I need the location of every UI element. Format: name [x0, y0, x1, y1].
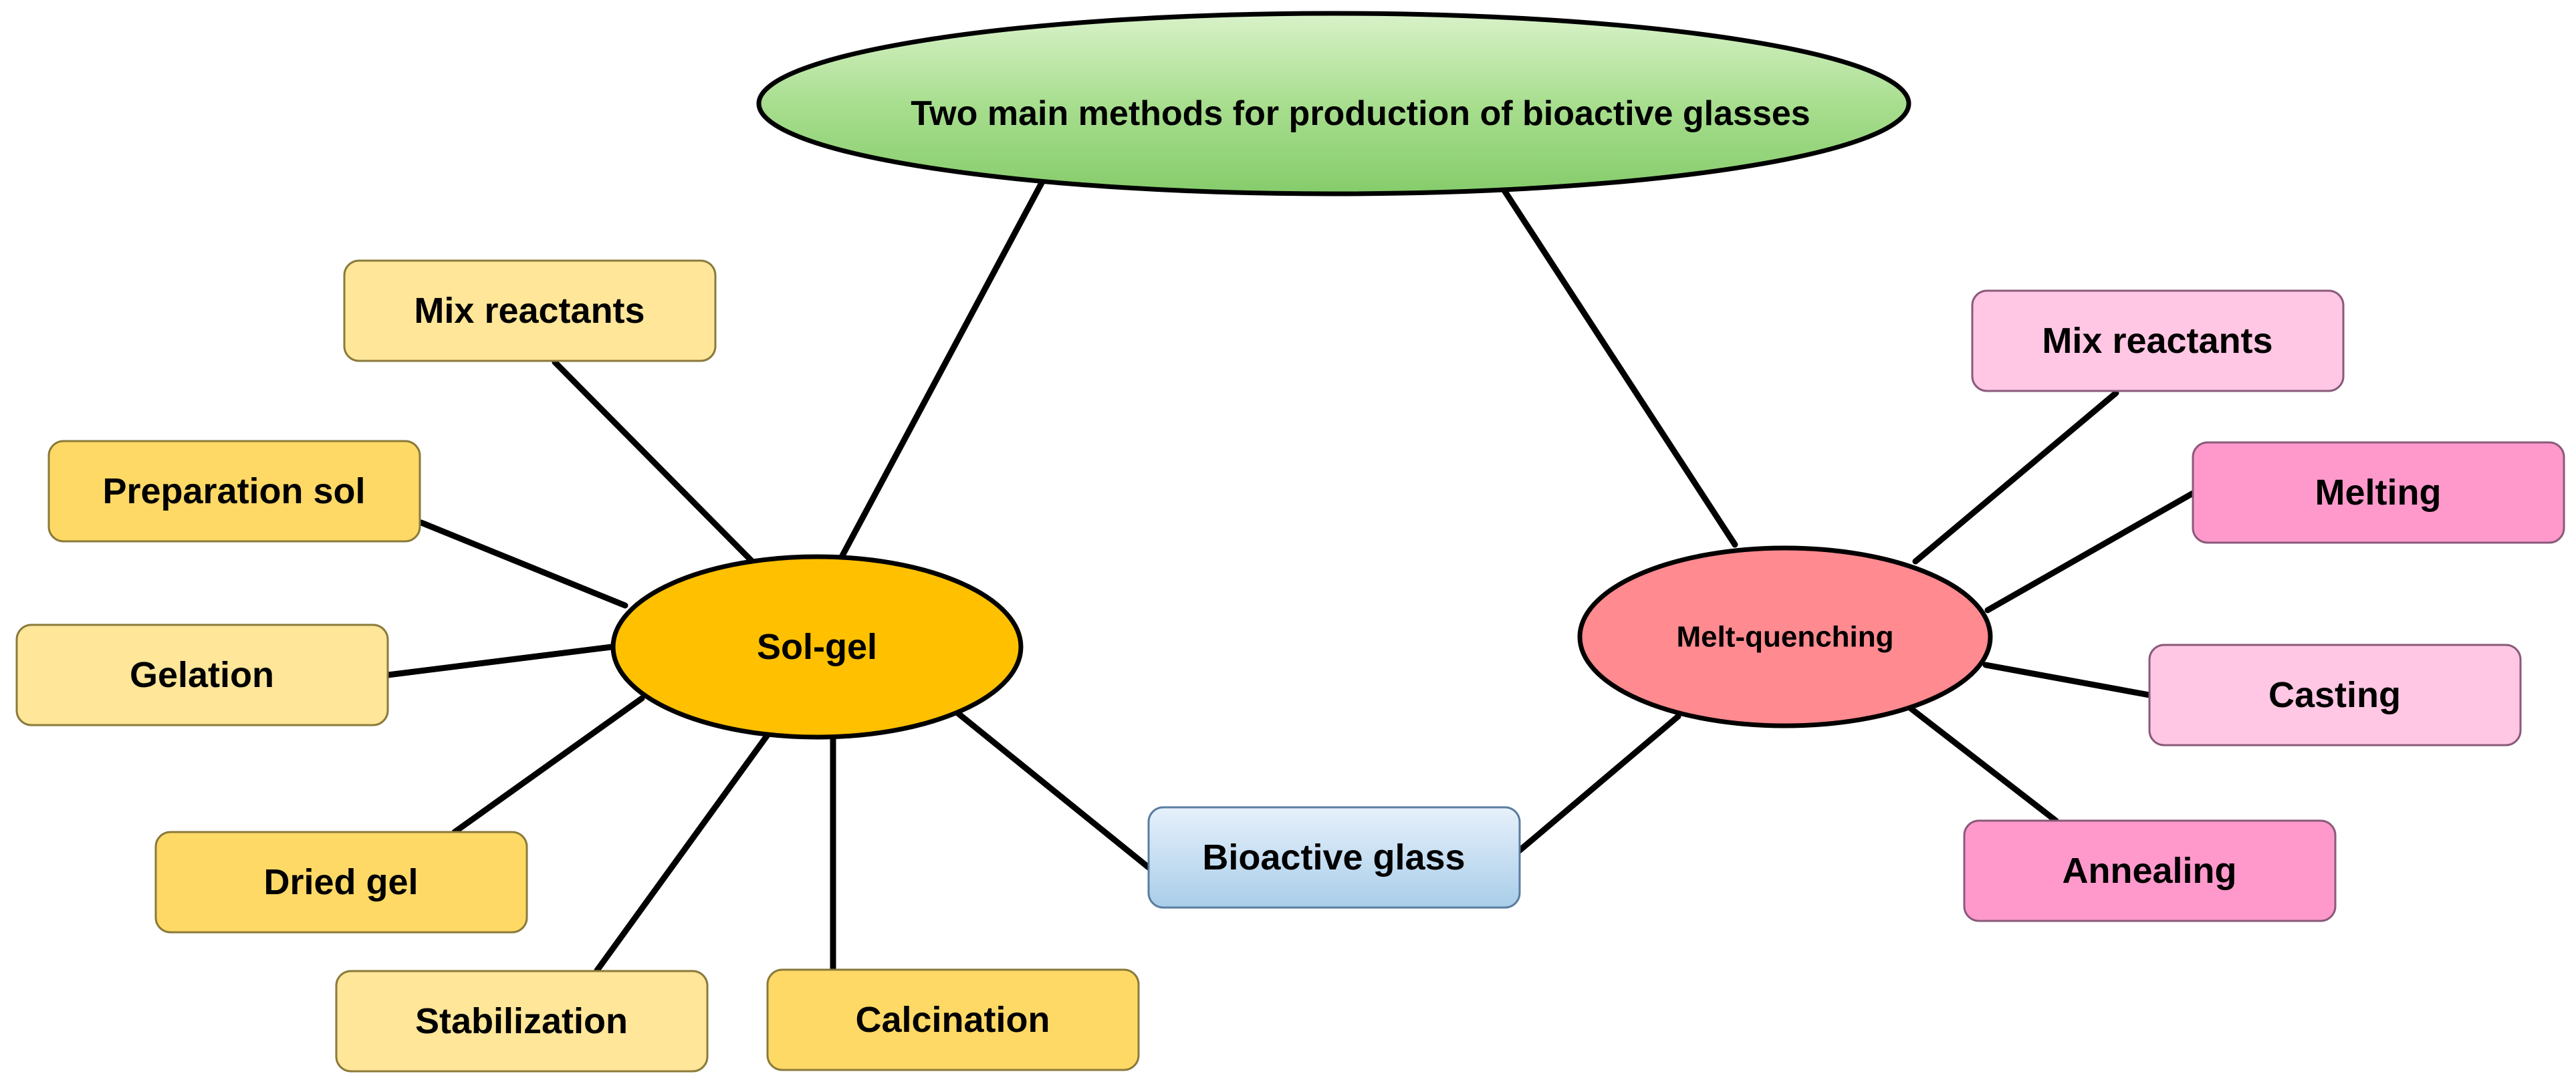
edge-solgel-gelation — [384, 644, 615, 678]
title-ellipse — [756, 11, 1911, 196]
solgel-step-dried-gel: Dried gel — [154, 831, 528, 934]
step-box — [15, 624, 389, 726]
step-box — [154, 831, 528, 934]
step-label: Calcination — [855, 1000, 1050, 1040]
product-label: Bioactive glass — [1202, 837, 1465, 877]
step-label: Casting — [2268, 675, 2401, 715]
melt-label: Melt-quenching — [1676, 621, 1893, 654]
solgel-step-gelation: Gelation — [15, 624, 389, 726]
step-label: Dried gel — [263, 862, 418, 902]
solgel-label: Sol-gel — [757, 627, 877, 667]
melt-step-melting: Melting — [2192, 441, 2565, 544]
edge-solgel-dried — [451, 695, 645, 835]
solgel-step-calcination: Calcination — [766, 968, 1140, 1071]
edge-melt-casting — [1982, 662, 2153, 698]
melt-node: Melt-quenching — [1577, 545, 1993, 728]
step-box — [1971, 289, 2345, 392]
melt-ellipse — [1577, 545, 1993, 728]
edge-title-melt — [1501, 187, 1738, 548]
edge-solgel-prep — [418, 519, 628, 609]
step-box — [766, 968, 1140, 1071]
step-label: Mix reactants — [414, 291, 645, 331]
solgel-ellipse — [610, 554, 1024, 740]
title-node: Two main methods for production of bioac… — [756, 11, 1911, 196]
step-label: Stabilization — [415, 1001, 628, 1041]
step-label: Preparation sol — [102, 471, 365, 511]
solgel-steps: Mix reactants Preparation sol Gelation D… — [15, 259, 1140, 1073]
product-node: Bioactive glass — [1147, 806, 1521, 909]
product-box — [1147, 806, 1521, 909]
solgel-step-preparation-sol: Preparation sol — [47, 440, 421, 543]
step-label: Melting — [2315, 472, 2442, 513]
edge-melt-melting — [1984, 490, 2196, 614]
page-title: Two main methods for production of bioac… — [911, 94, 1810, 133]
edge-solgel-product — [953, 708, 1152, 871]
step-box — [2192, 441, 2565, 544]
connectors — [384, 177, 2196, 974]
melt-steps: Mix reactants Melting Casting Annealing — [1963, 289, 2565, 922]
solgel-step-mix-reactants: Mix reactants — [343, 259, 717, 362]
edge-title-solgel — [838, 177, 1046, 561]
step-label: Annealing — [2062, 851, 2236, 891]
step-box — [335, 970, 709, 1073]
edge-melt-product — [1514, 713, 1681, 855]
edge-solgel-mix — [552, 359, 755, 565]
step-box — [1963, 819, 2337, 922]
step-label: Gelation — [130, 655, 274, 695]
edge-melt-mix — [1912, 390, 2119, 565]
solgel-node: Sol-gel — [610, 554, 1024, 740]
edge-solgel-stab — [594, 730, 772, 974]
step-box — [343, 259, 717, 362]
step-box — [2148, 644, 2522, 746]
step-box — [47, 440, 421, 543]
edge-melt-annealing — [1907, 705, 2059, 824]
melt-step-mix-reactants: Mix reactants — [1971, 289, 2345, 392]
step-label: Mix reactants — [2042, 321, 2272, 361]
melt-step-casting: Casting — [2148, 644, 2522, 746]
solgel-step-stabilization: Stabilization — [335, 970, 709, 1073]
melt-step-annealing: Annealing — [1963, 819, 2337, 922]
